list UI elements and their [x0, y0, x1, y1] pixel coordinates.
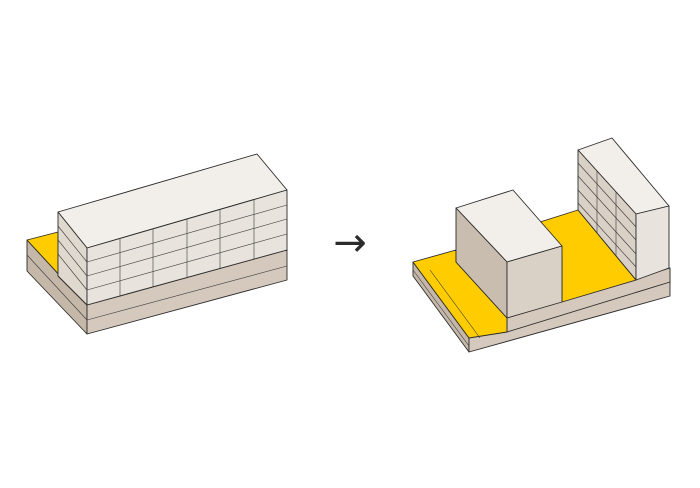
- before-massing: [26, 153, 288, 335]
- before-long-block: [57, 153, 288, 306]
- after-box-front: [506, 245, 563, 319]
- before-podium-line: [26, 254, 88, 321]
- after-tower-facade-grid: [577, 162, 637, 268]
- after-massing: [412, 137, 671, 353]
- before-podium-line-2: [86, 265, 288, 321]
- after-box-block: [455, 189, 563, 319]
- after-podium: [412, 261, 671, 353]
- transition-arrow: →: [333, 220, 367, 266]
- after-tower-front: [635, 205, 670, 281]
- before-facade-grid: [57, 200, 288, 296]
- after-ramp-edge: [429, 269, 481, 339]
- arrow-glyph: →: [333, 220, 367, 266]
- after-podium-line: [412, 269, 470, 347]
- after-tower-block: [577, 137, 670, 281]
